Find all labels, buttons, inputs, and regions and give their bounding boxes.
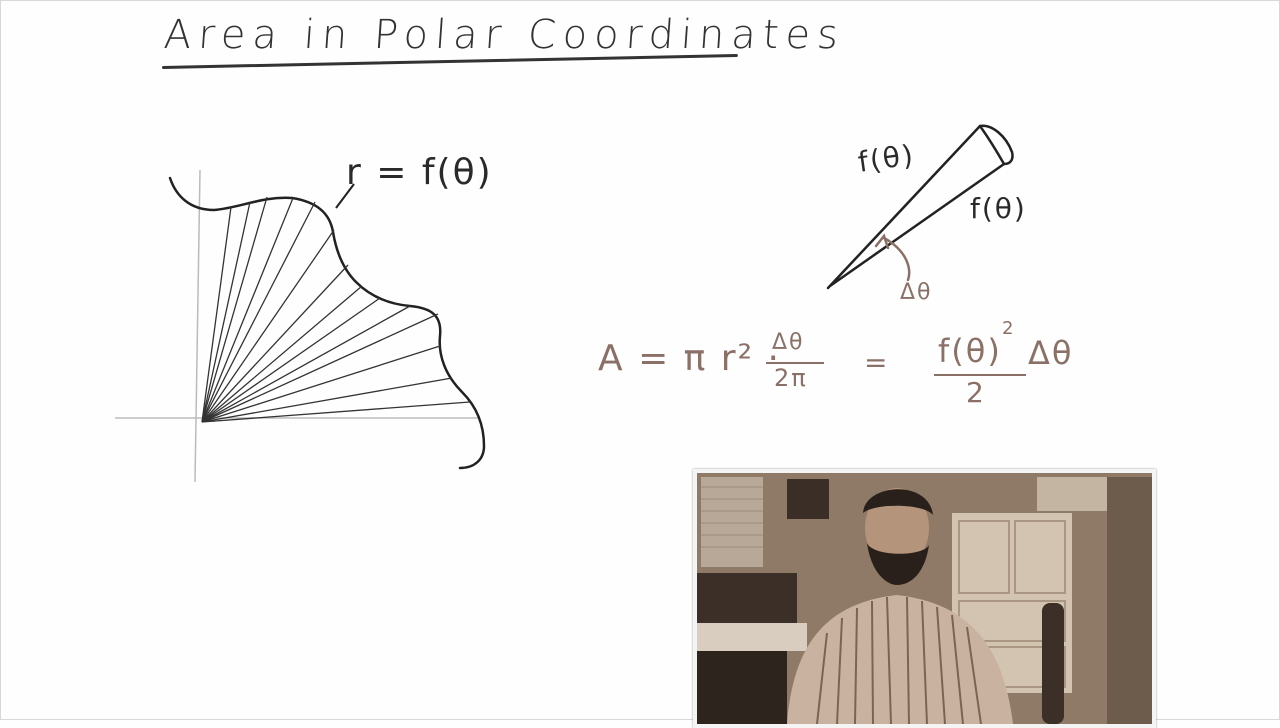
equation-tail: Δθ — [1028, 334, 1074, 372]
label-pointer — [335, 183, 355, 209]
webcam-scene — [697, 473, 1152, 724]
exponent: 2 — [1002, 318, 1016, 339]
equation-lhs: A = π r² · — [598, 338, 781, 379]
wedge-sketch — [826, 124, 1014, 290]
person-shirt — [787, 595, 1013, 724]
angle-arrow — [874, 233, 911, 282]
webcam-video — [693, 469, 1156, 728]
fraction2-numerator: f(θ) — [938, 332, 1002, 370]
y-axis — [194, 169, 201, 483]
vacuum — [1042, 603, 1064, 724]
fraction2-denominator: 2 — [966, 376, 986, 409]
person-head — [865, 488, 929, 568]
window-blinds — [701, 477, 763, 567]
curve-label: r = f(θ) — [346, 152, 493, 193]
wall-frame — [787, 479, 829, 519]
fraction1-numerator: Δθ — [772, 330, 805, 355]
angle-label: Δθ — [900, 280, 933, 305]
radial-lines — [201, 196, 471, 423]
fraction2-bar — [934, 374, 1026, 376]
fraction1-bar — [766, 362, 824, 364]
wedge-side-label-lower: f(θ) — [970, 192, 1027, 225]
polar-curve — [168, 176, 486, 470]
equals-sign: = — [864, 346, 890, 379]
fraction1-denominator: 2π — [774, 364, 808, 392]
